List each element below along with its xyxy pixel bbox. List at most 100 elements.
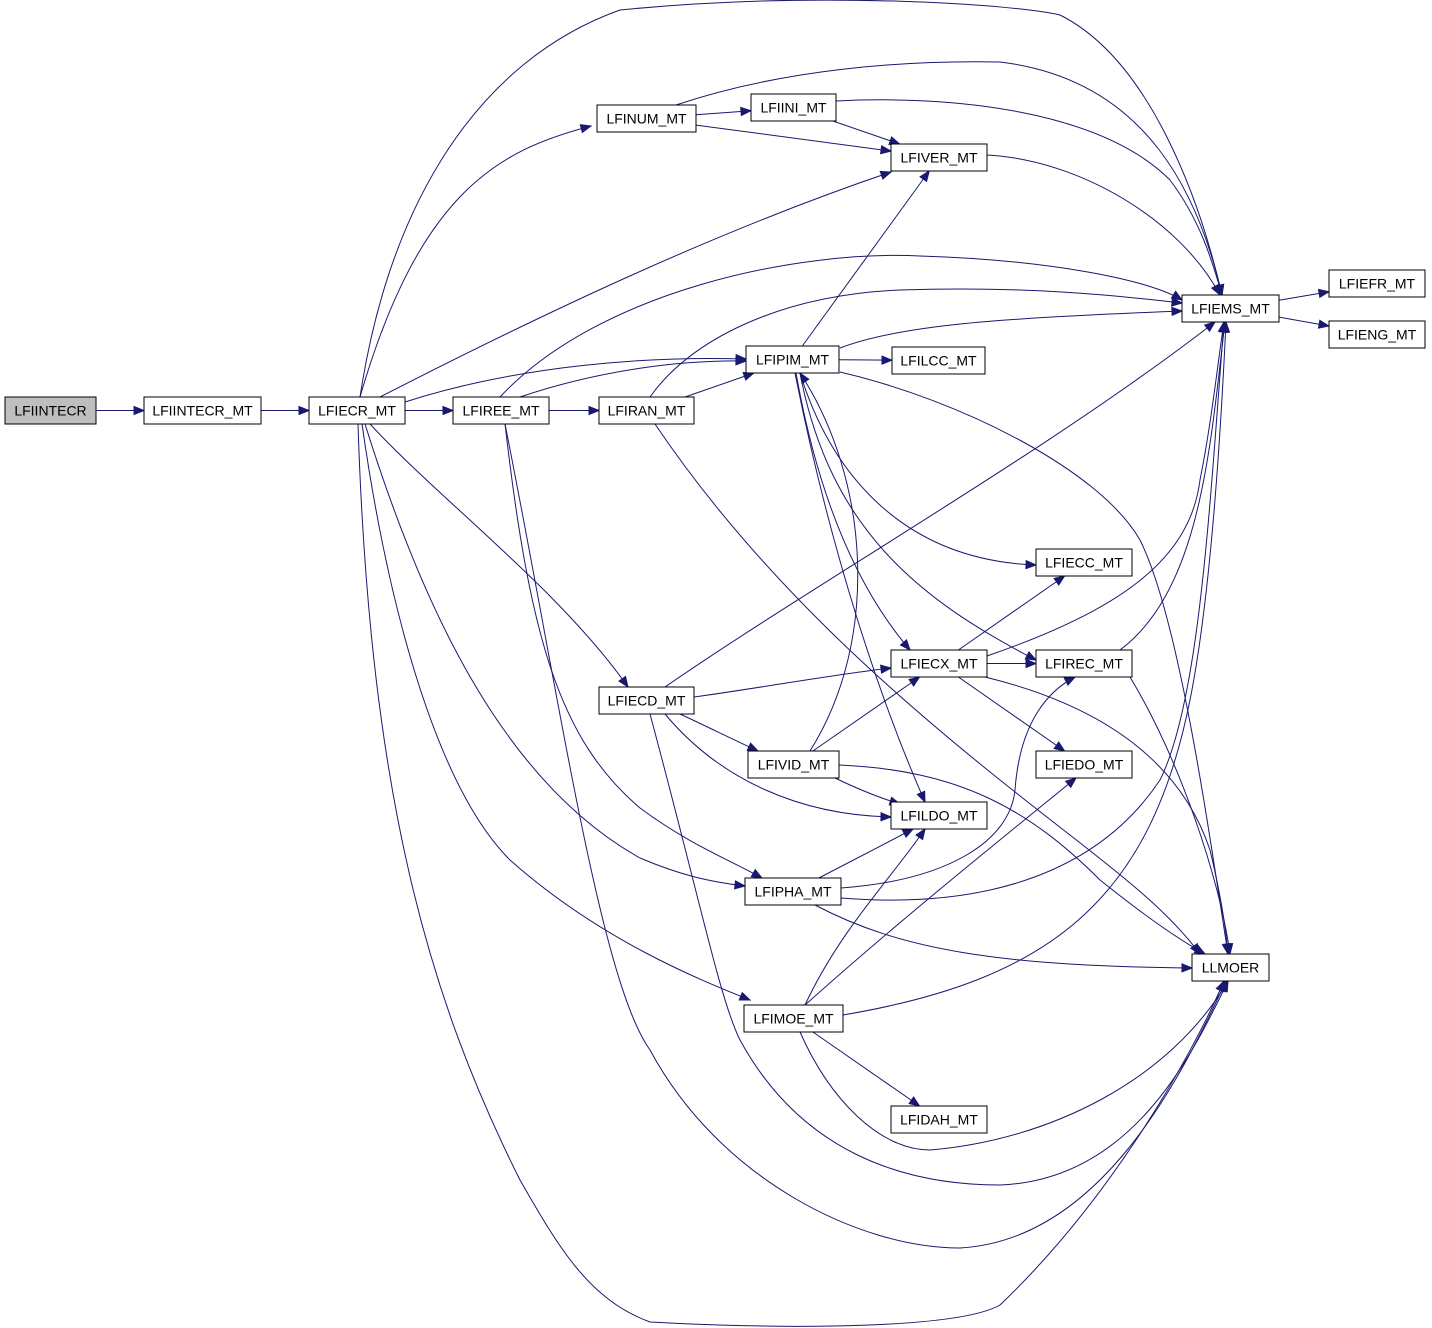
edge-lfiecx_mt-to-lfirec_mt bbox=[987, 658, 1038, 669]
node-box[interactable] bbox=[890, 1105, 988, 1134]
edge-line bbox=[654, 423, 1201, 955]
edge-lfipim_mt-to-lfiecx_mt bbox=[795, 372, 911, 652]
edge-lfipim_mt-to-lfilcc_mt bbox=[838, 355, 894, 365]
node-box[interactable] bbox=[890, 801, 988, 830]
node-lfiintecr-mt[interactable]: LFIINTECR_MT bbox=[143, 396, 262, 425]
node-box[interactable] bbox=[308, 396, 406, 425]
node-box[interactable] bbox=[1181, 294, 1280, 323]
node-lfiree-mt[interactable]: LFIREE_MT bbox=[452, 396, 550, 425]
node-label: LFIEFR_MT bbox=[1339, 276, 1416, 292]
node-lfidah-mt[interactable]: LFIDAH_MT bbox=[890, 1105, 988, 1134]
node-box[interactable] bbox=[744, 877, 842, 906]
edge-line bbox=[695, 124, 892, 152]
edge-line bbox=[835, 99, 1223, 296]
edge-line bbox=[369, 423, 629, 688]
edge-lfivid_mt-to-lfildo_mt bbox=[834, 777, 902, 806]
node-lfildo-mt[interactable]: LFILDO_MT bbox=[890, 801, 988, 830]
edge-lfirec_mt-to-llmoer bbox=[1129, 676, 1234, 956]
edge-lfiini_mt-to-lfiver_mt bbox=[832, 120, 901, 146]
arrowhead bbox=[1203, 321, 1217, 333]
node-lfivid-mt[interactable]: LFIVID_MT bbox=[747, 750, 840, 779]
edge-lfimoe_mt-to-lfildo_mt bbox=[804, 827, 926, 1006]
node-label: LFILCC_MT bbox=[900, 353, 977, 369]
node-box[interactable] bbox=[596, 104, 697, 133]
node-label: LLMOER bbox=[1202, 960, 1260, 976]
node-label: LFILDO_MT bbox=[900, 808, 977, 824]
node-box[interactable] bbox=[1035, 649, 1133, 678]
node-box[interactable] bbox=[598, 686, 695, 715]
node-box[interactable] bbox=[598, 396, 695, 425]
arrowhead bbox=[734, 880, 747, 890]
node-box[interactable] bbox=[745, 345, 840, 374]
node-lfieng-mt[interactable]: LFIENG_MT bbox=[1328, 320, 1426, 349]
edge-line bbox=[795, 372, 911, 651]
arrowhead bbox=[618, 675, 629, 689]
edge-lfiecr_mt-to-lfipim_mt bbox=[404, 353, 748, 403]
edge-line bbox=[801, 170, 930, 347]
node-label: LFIDAH_MT bbox=[900, 1112, 978, 1128]
arrowhead bbox=[1193, 944, 1207, 955]
node-lfiedo-mt[interactable]: LFIEDO_MT bbox=[1035, 750, 1133, 779]
node-box[interactable] bbox=[890, 649, 988, 678]
node-box[interactable] bbox=[452, 396, 550, 425]
edge-line bbox=[804, 828, 926, 1006]
node-lfiran-mt[interactable]: LFIRAN_MT bbox=[598, 396, 695, 425]
edge-line bbox=[986, 321, 1225, 657]
node-box[interactable] bbox=[1035, 548, 1133, 577]
node-box[interactable] bbox=[1191, 953, 1270, 982]
edge-lfiecr_mt-to-lfimoe_mt bbox=[361, 423, 752, 1001]
node-lfiems-mt[interactable]: LFIEMS_MT bbox=[1181, 294, 1280, 323]
edge-lfipha_mt-to-llmoer bbox=[814, 904, 1194, 973]
node-lfilcc-mt[interactable]: LFILCC_MT bbox=[891, 346, 986, 375]
edge-line bbox=[814, 904, 1193, 969]
node-box[interactable] bbox=[890, 143, 988, 172]
edge-line bbox=[984, 676, 1229, 955]
arrowhead bbox=[915, 827, 926, 841]
edge-lfiecd_mt-to-lfivid_mt bbox=[679, 713, 760, 752]
arrowhead bbox=[916, 790, 926, 804]
node-lfipha-mt[interactable]: LFIPHA_MT bbox=[744, 877, 842, 906]
node-lfiver-mt[interactable]: LFIVER_MT bbox=[890, 143, 988, 172]
node-lfiecd-mt[interactable]: LFIECD_MT bbox=[598, 686, 695, 715]
node-box[interactable] bbox=[143, 396, 262, 425]
arrowhead bbox=[735, 356, 748, 366]
edge-line bbox=[504, 423, 763, 879]
node-box[interactable] bbox=[4, 396, 97, 425]
node-lfiini-mt[interactable]: LFIINI_MT bbox=[750, 93, 837, 122]
edge-line bbox=[794, 372, 926, 803]
edge-lfiree_mt-to-lfipha_mt bbox=[504, 423, 764, 879]
edge-lfiree_mt-to-lfiran_mt bbox=[549, 405, 601, 416]
edge-lfiecr_mt-to-lfiems_mt bbox=[359, 0, 1225, 398]
edge-lfiecr_mt-to-lfiver_mt bbox=[379, 170, 893, 398]
node-lfipim-mt[interactable]: LFIPIM_MT bbox=[745, 345, 840, 374]
arrowhead bbox=[1053, 741, 1066, 752]
node-box[interactable] bbox=[747, 750, 840, 779]
arrowhead bbox=[1064, 777, 1078, 789]
node-lfiecr-mt[interactable]: LFIECR_MT bbox=[308, 396, 406, 425]
node-lfinum-mt[interactable]: LFINUM_MT bbox=[596, 104, 697, 133]
edge-lfimoe_mt-to-lfiems_mt bbox=[842, 320, 1231, 1016]
edge-lfiems_mt-to-lfieng_mt bbox=[1278, 316, 1331, 329]
edge-lfiems_mt-to-lfiefr_mt bbox=[1278, 288, 1331, 301]
node-llmoer[interactable]: LLMOER bbox=[1191, 953, 1270, 982]
edge-lfiini_mt-to-lfiems_mt bbox=[835, 99, 1224, 297]
node-box[interactable] bbox=[1328, 269, 1426, 298]
arrowhead bbox=[750, 868, 764, 879]
node-box[interactable] bbox=[750, 93, 837, 122]
node-box[interactable] bbox=[1328, 320, 1426, 349]
node-box[interactable] bbox=[743, 1004, 844, 1033]
node-box[interactable] bbox=[1035, 750, 1133, 779]
arrowhead bbox=[1171, 297, 1184, 307]
node-lfiefr-mt[interactable]: LFIEFR_MT bbox=[1328, 269, 1426, 298]
node-label: LFIEDO_MT bbox=[1045, 757, 1124, 773]
node-lfimoe-mt[interactable]: LFIMOE_MT bbox=[743, 1004, 844, 1033]
edge-lfipim_mt-to-lfirec_mt bbox=[799, 372, 1038, 661]
node-lfiintecr[interactable]: LFIINTECR bbox=[4, 396, 97, 425]
node-lfiecx-mt[interactable]: LFIECX_MT bbox=[890, 649, 988, 678]
arrowhead bbox=[901, 828, 915, 839]
node-lfirec-mt[interactable]: LFIREC_MT bbox=[1035, 649, 1133, 678]
node-box[interactable] bbox=[891, 346, 986, 375]
node-lfiecc-mt[interactable]: LFIECC_MT bbox=[1035, 548, 1133, 577]
edge-lfipim_mt-to-lfiecc_mt bbox=[799, 372, 1038, 570]
